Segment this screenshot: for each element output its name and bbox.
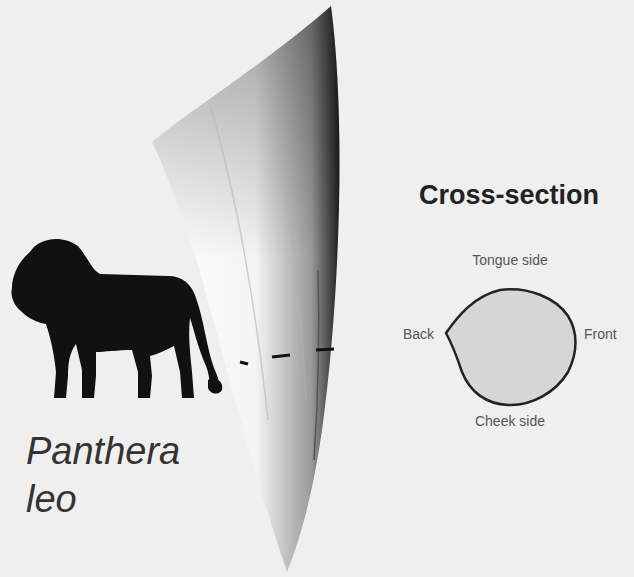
side-label: Back: [403, 326, 434, 342]
side-label: Cheek side: [475, 413, 545, 429]
side-label: Front: [584, 326, 617, 342]
lion-tail-tuft: [208, 378, 222, 393]
lion-silhouette: [11, 239, 218, 398]
species-name: Panthera leo: [26, 428, 201, 523]
side-label: Tongue side: [472, 252, 548, 268]
section-heading: Cross-section: [419, 180, 599, 211]
cross-section-outline: [446, 289, 576, 405]
